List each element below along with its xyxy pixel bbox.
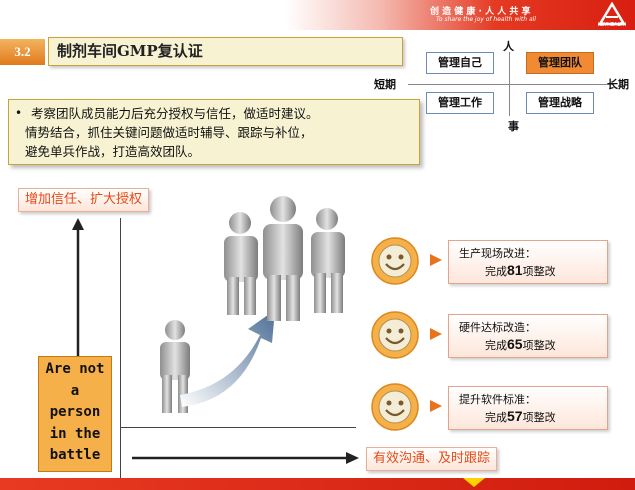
pointer-arrow-icon: [430, 400, 442, 412]
result-title: 提升软件标准：: [459, 393, 536, 406]
diagram-horizontal-axis: [120, 427, 356, 428]
up-arrow-icon: [72, 218, 84, 356]
result-detail: 完成65项整改: [485, 336, 556, 352]
quadrant-left-label: 短期: [374, 78, 396, 91]
result-count: 81: [507, 262, 523, 278]
result-detail: 完成57项整改: [485, 408, 556, 424]
quadrant-vertical-axis: [509, 52, 510, 116]
bottom-bar: [0, 478, 635, 490]
quadrant-box-strategy: 管理战略: [526, 92, 594, 114]
smiley-icon: [371, 311, 419, 359]
quadrant-bottom-label: 事: [508, 120, 519, 133]
bottom-triangle-icon: [463, 478, 485, 487]
right-arrow-icon: [132, 452, 359, 464]
growth-arrow-icon: [180, 310, 275, 407]
slogan-en: To share the joy of health with all: [436, 16, 536, 23]
result-title: 硬件达标改造：: [459, 321, 536, 334]
smiley-icon: [371, 237, 419, 285]
pointer-arrow-icon: [430, 254, 442, 266]
quadrant-box-work: 管理工作: [426, 92, 494, 114]
description-line: 情势结合，抓住关键问题做适时辅导、跟踪与补位，: [25, 125, 313, 140]
quadrant-box-team: 管理团队: [526, 52, 594, 74]
section-title: 制剂车间GMP复认证: [48, 37, 403, 66]
result-count: 57: [507, 408, 523, 424]
diagram-vertical-axis: [120, 218, 121, 483]
battle-line: in the: [49, 425, 101, 442]
quadrant-right-label: 长期: [607, 78, 629, 91]
quadrant-horizontal-axis: [408, 84, 613, 85]
battle-line: a: [70, 382, 80, 399]
section-number: 3.2: [0, 39, 45, 65]
battle-line: Are not: [45, 361, 105, 377]
person-small-icon: [160, 320, 190, 413]
battle-box: Are not a person in the battle: [38, 356, 112, 472]
smiley-icon: [371, 383, 419, 431]
person-group-icon: [224, 196, 345, 321]
quadrant-box-self: 管理自己: [426, 52, 494, 74]
battle-line: battle: [49, 447, 101, 463]
logo-text: KEYHEALTH: [597, 22, 627, 28]
description-box: • 考察团队成员能力后充分授权与信任，做适时建议。 情势结合，抓住关键问题做适时…: [8, 99, 420, 165]
slogan: 创 造 健 康 · 人 人 共 享: [430, 7, 531, 17]
team-growth-illustration: [160, 196, 345, 413]
top-banner: [0, 0, 635, 30]
quadrant-top-label: 人: [503, 40, 514, 53]
result-card: 硬件达标改造： 完成65项整改: [448, 314, 608, 358]
trust-authorization-label: 增加信任、扩大授权: [18, 188, 150, 212]
company-logo-icon: [598, 2, 626, 26]
result-card: 生产现场改进： 完成81项整改: [448, 240, 608, 284]
bullet: •: [15, 106, 23, 120]
description-line: 考察团队成员能力后充分授权与信任，做适时建议。: [31, 106, 319, 121]
result-count: 65: [507, 336, 523, 352]
pointer-arrow-icon: [430, 328, 442, 340]
result-card: 提升软件标准： 完成57项整改: [448, 386, 608, 430]
communication-tracking-label: 有效沟通、及时跟踪: [366, 447, 498, 471]
battle-line: person: [49, 404, 101, 420]
description-line: 避免单兵作战，打造高效团队。: [25, 144, 201, 159]
result-title: 生产现场改进：: [459, 247, 536, 260]
result-detail: 完成81项整改: [485, 262, 556, 278]
